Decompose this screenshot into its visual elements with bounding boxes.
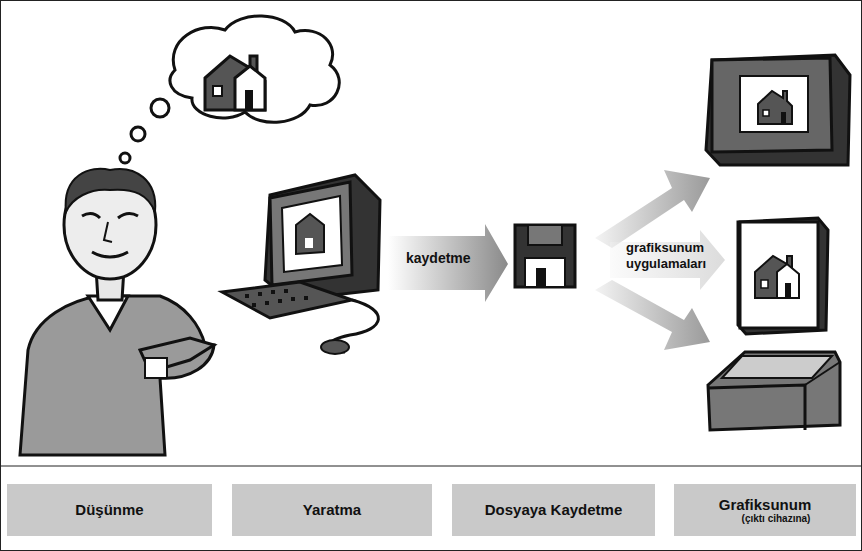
stage-band: Grafiksunum(çıktı cihazına) xyxy=(674,484,856,536)
band-title: Dosyaya Kaydetme xyxy=(485,501,623,518)
band-note: (çıktı cihazına) xyxy=(742,513,811,524)
arrow-label: kaydetme xyxy=(406,250,486,267)
stage-band: Dosyaya Kaydetme xyxy=(452,484,655,536)
stage-band: Düşünme xyxy=(7,484,212,536)
band-title: Grafiksunum xyxy=(719,496,812,513)
branch-label: grafiksunum uygulamaları xyxy=(626,240,726,271)
stage-band: Yaratma xyxy=(232,484,432,536)
band-title: Düşünme xyxy=(75,501,143,518)
band-title: Yaratma xyxy=(303,501,361,518)
